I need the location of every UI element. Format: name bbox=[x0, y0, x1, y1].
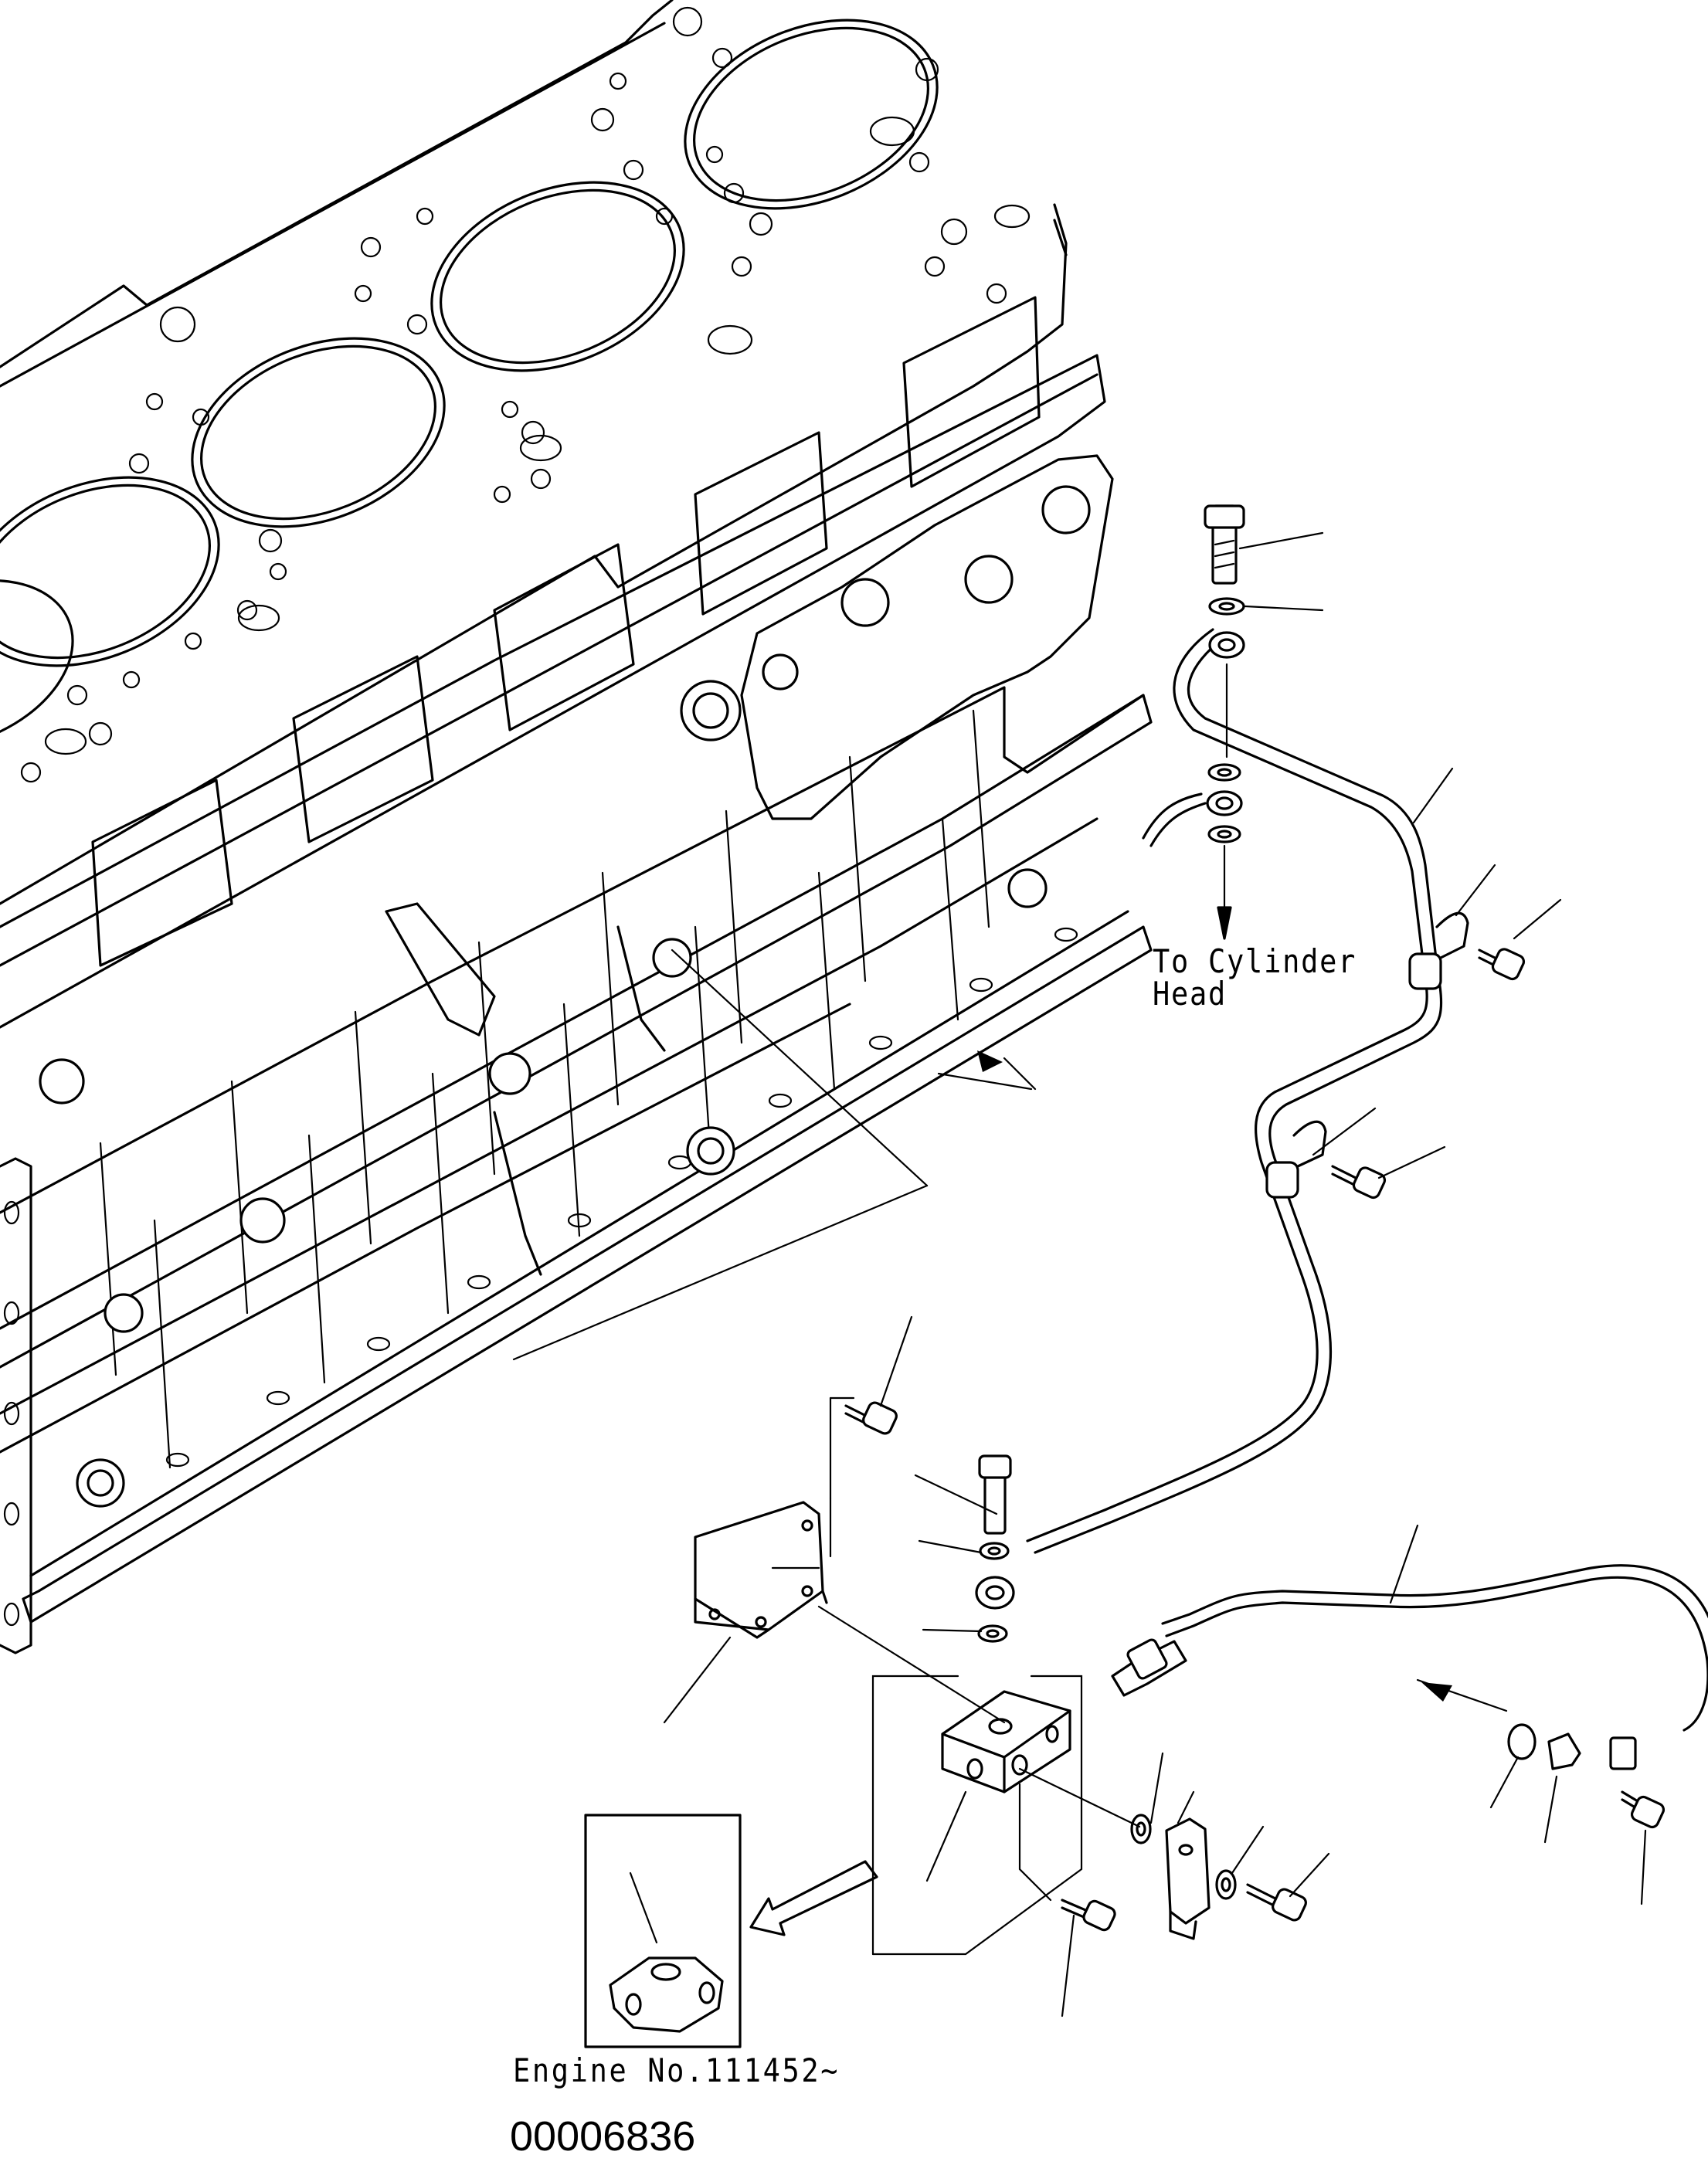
bolt-right bbox=[1621, 1790, 1666, 1829]
tube-clamp-1 bbox=[1408, 952, 1442, 990]
clip-right bbox=[1547, 1732, 1581, 1770]
washer-block-side bbox=[1130, 1814, 1152, 1844]
gasket-holes bbox=[20, 6, 1031, 783]
cylinder-bore-4 bbox=[0, 476, 220, 667]
connector-plug-right bbox=[1609, 1736, 1637, 1770]
oil-tube-lower bbox=[1165, 1576, 1708, 1732]
head-gasket-outline bbox=[0, 0, 1068, 905]
sensor-body bbox=[1165, 1817, 1211, 1940]
bracket-bolt bbox=[844, 1401, 898, 1435]
washer-upper-1 bbox=[1208, 597, 1245, 616]
arrow-to-detail bbox=[749, 1860, 878, 1936]
engine-block bbox=[0, 0, 1153, 1654]
destination-line-1: To Cylinder bbox=[1153, 942, 1357, 980]
pressure-sensor-fitting bbox=[1111, 1638, 1187, 1697]
cylinder-bore-2 bbox=[430, 181, 685, 372]
banjo-fitting-upper bbox=[1208, 631, 1245, 659]
cylinder-bore-1 bbox=[684, 19, 939, 210]
drawing-number: 00006836 bbox=[510, 2113, 696, 2160]
destination-line-2: Head bbox=[1153, 975, 1228, 1013]
cylinder-bore-3 bbox=[191, 337, 446, 528]
washer-lower-1 bbox=[979, 1542, 1010, 1560]
sensor-bolt bbox=[1246, 1883, 1307, 1922]
front-plate-holes bbox=[3, 1200, 20, 1627]
mounting-bracket bbox=[694, 1501, 824, 1631]
to-cylinder-head-label: To Cylinder Head bbox=[1153, 945, 1357, 1010]
washer-sensor bbox=[1215, 1869, 1237, 1900]
callout-lines bbox=[512, 531, 1647, 2017]
detail-inset bbox=[584, 1814, 878, 2048]
detail-connector-block bbox=[609, 1956, 724, 2033]
front-cover-bracket bbox=[740, 454, 1114, 820]
cap-right bbox=[1507, 1723, 1537, 1760]
washer-lower-2 bbox=[977, 1624, 1008, 1643]
oil-tube-assembly bbox=[694, 504, 1708, 1940]
washer-upper-2 bbox=[1207, 763, 1241, 782]
tube-clamp-2 bbox=[1265, 1161, 1299, 1199]
engine-serial-label: Engine No.111452~ bbox=[513, 2051, 840, 2089]
pan-flange-holes bbox=[165, 927, 1078, 1468]
side-cover-plates bbox=[91, 296, 1041, 967]
block-bosses bbox=[39, 868, 1048, 1508]
connector-block bbox=[941, 1690, 1071, 1793]
connector-bolt bbox=[1061, 1899, 1116, 1932]
banjo-fitting-lower bbox=[975, 1576, 1015, 1610]
clamp-bolt-1 bbox=[1478, 948, 1526, 981]
clamp-bolt-2 bbox=[1331, 1165, 1387, 1200]
oil-tube-upper bbox=[1034, 636, 1443, 1554]
